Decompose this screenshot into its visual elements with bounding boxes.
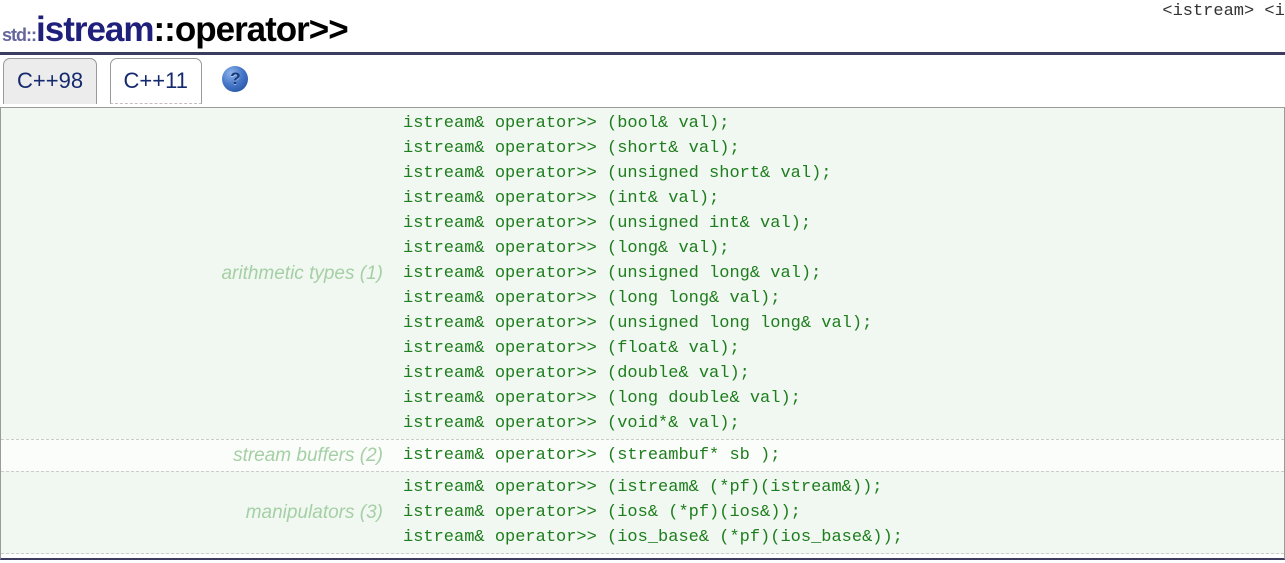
prototype-line: istream& operator>> (ios& (*pf)(ios&));: [403, 503, 801, 522]
tab-cpp98[interactable]: C++98: [3, 58, 98, 104]
group-prototypes: istream& operator>> (bool& val); istream&…: [403, 108, 872, 439]
group-label: manipulators (3): [245, 501, 383, 523]
prototype-line: istream& operator>> (int& val);: [403, 189, 720, 208]
declaration-rows: arithmetic types (1) istream& operator>>…: [1, 108, 1284, 554]
declarations-panel: arithmetic types (1) istream& operator>>…: [0, 107, 1285, 560]
prototype-line: istream& operator>> (short& val);: [403, 139, 740, 158]
prototype-line: istream& operator>> (streambuf* sb );: [403, 446, 781, 465]
title-member: ::operator>>: [153, 10, 349, 49]
prototype-line: istream& operator>> (void*& val);: [403, 414, 740, 433]
title-class: istream: [36, 10, 155, 49]
prototype-line: istream& operator>> (unsigned int& val);: [403, 214, 812, 233]
page-header: std::istream::operator>> <istream> <io: [0, 0, 1285, 55]
declaration-group-row: stream buffers (2) istream& operator>> (…: [1, 439, 1284, 471]
prototype-line: istream& operator>> (istream& (*pf)(istr…: [403, 478, 883, 497]
tab-cpp11[interactable]: C++11: [109, 58, 202, 104]
prototype-line: istream& operator>> (ios_base& (*pf)(ios…: [403, 528, 903, 547]
prototype-line: istream& operator>> (unsigned long long&…: [403, 314, 873, 333]
header-include-links[interactable]: <istream> <io: [1162, 2, 1285, 21]
group-prototypes: istream& operator>> (istream& (*pf)(istr…: [403, 472, 903, 553]
group-prototypes: istream& operator>> (streambuf* sb );: [403, 440, 780, 471]
group-label: stream buffers (2): [233, 444, 383, 466]
title-namespace: std::: [2, 25, 37, 45]
prototype-line: istream& operator>> (unsigned long& val)…: [403, 264, 822, 283]
prototype-line: istream& operator>> (long double& val);: [403, 389, 801, 408]
prototype-line: istream& operator>> (bool& val);: [403, 114, 730, 133]
group-label: arithmetic types (1): [221, 262, 383, 284]
prototype-line: istream& operator>> (double& val);: [403, 364, 750, 383]
version-tabbar: C++98 C++11 ?: [0, 55, 1285, 104]
prototype-line: istream& operator>> (float& val);: [403, 339, 740, 358]
declaration-group-row: manipulators (3) istream& operator>> (is…: [1, 471, 1284, 554]
prototype-line: istream& operator>> (long long& val);: [403, 289, 781, 308]
prototype-line: istream& operator>> (unsigned short& val…: [403, 164, 832, 183]
page-title: std::istream::operator>>: [2, 10, 349, 50]
declaration-group-row: arithmetic types (1) istream& operator>>…: [1, 108, 1284, 439]
help-icon[interactable]: ?: [222, 66, 249, 92]
prototype-line: istream& operator>> (long& val);: [403, 239, 730, 258]
